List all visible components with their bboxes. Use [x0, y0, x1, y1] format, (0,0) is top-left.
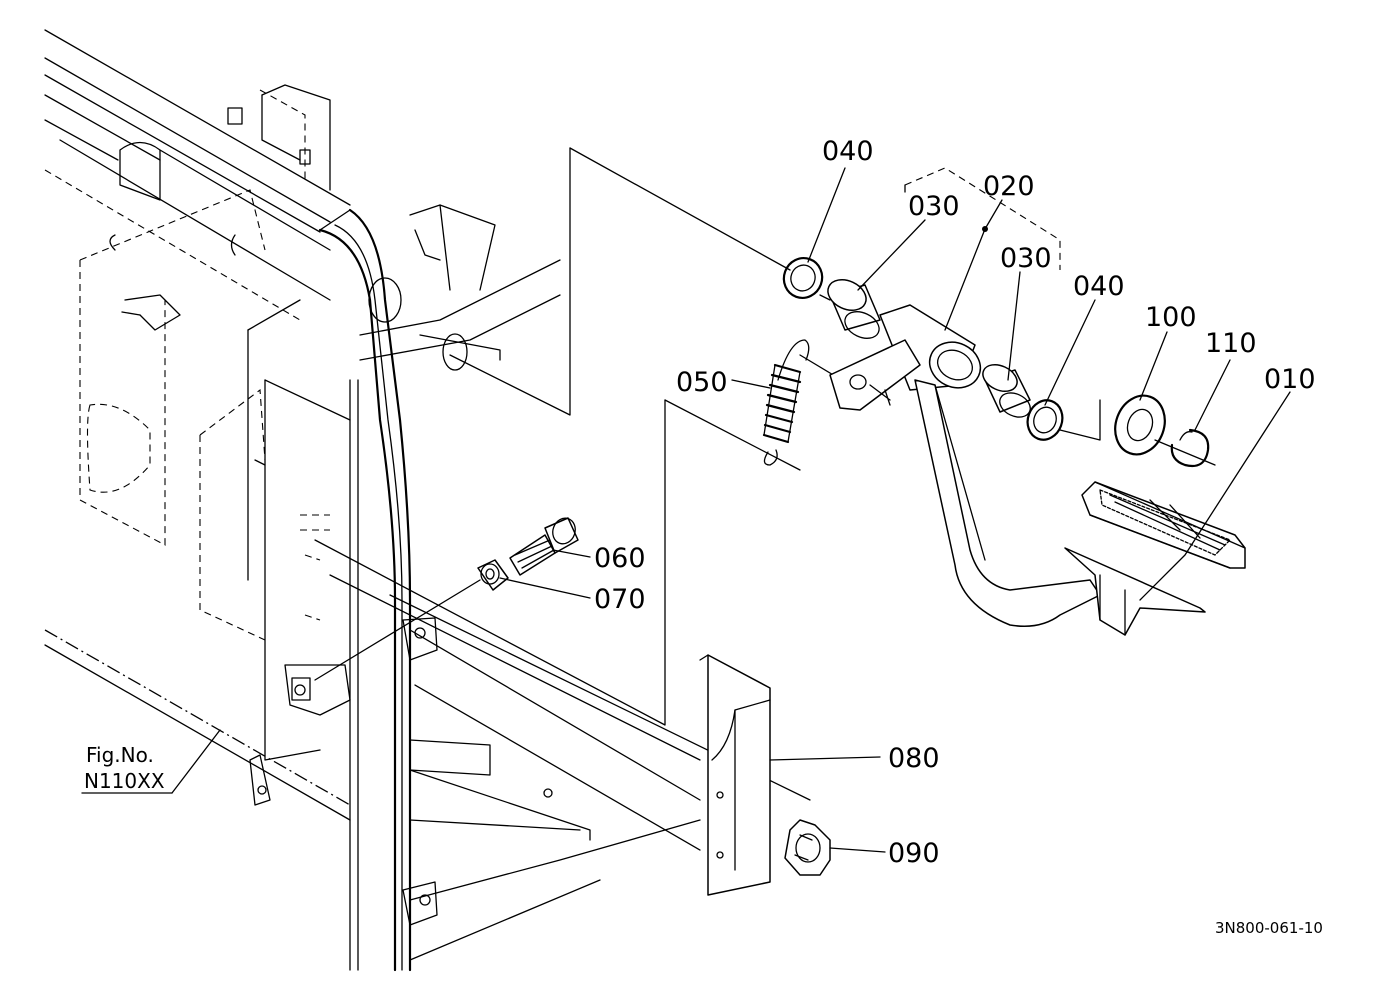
figure-reference: Fig.No. N110XX — [84, 743, 165, 793]
part-040-washer-left — [782, 257, 824, 299]
part-labels: 040 030 020 030 040 100 110 010 050 060 … — [594, 136, 1316, 869]
part-090-knob-nut — [784, 819, 831, 876]
part-080-cover-plate — [699, 654, 771, 896]
label-080: 080 — [888, 743, 940, 774]
part-070-nut — [477, 559, 509, 591]
part-030-bushing-right — [982, 363, 1031, 418]
leader-lines — [81, 167, 1291, 853]
label-070: 070 — [594, 584, 646, 615]
frame-structure — [44, 29, 701, 972]
label-030-left: 030 — [908, 191, 960, 222]
label-040-right: 040 — [1073, 271, 1125, 302]
part-040-washer-right — [1026, 399, 1064, 441]
label-090: 090 — [888, 838, 940, 869]
label-040-left: 040 — [822, 136, 874, 167]
label-010: 010 — [1264, 364, 1316, 395]
label-060: 060 — [594, 543, 646, 574]
label-100: 100 — [1145, 302, 1197, 333]
part-050-spring — [762, 339, 810, 466]
part-110-snap-ring — [1170, 428, 1210, 468]
part-060-bolt — [509, 517, 579, 576]
drawing-code: 3N800-061-10 — [1215, 919, 1323, 937]
fig-no-label: Fig.No. — [86, 743, 154, 767]
label-020: 020 — [983, 171, 1035, 202]
part-030-bushing-left — [827, 279, 881, 339]
label-110: 110 — [1205, 328, 1257, 359]
fig-no-value: N110XX — [84, 769, 165, 793]
part-010-pedal-pad — [1081, 481, 1246, 569]
label-050: 050 — [676, 367, 728, 398]
label-030-right: 030 — [1000, 243, 1052, 274]
part-020-pedal-arm — [829, 226, 1206, 636]
part-100-flat-washer — [1114, 394, 1166, 456]
